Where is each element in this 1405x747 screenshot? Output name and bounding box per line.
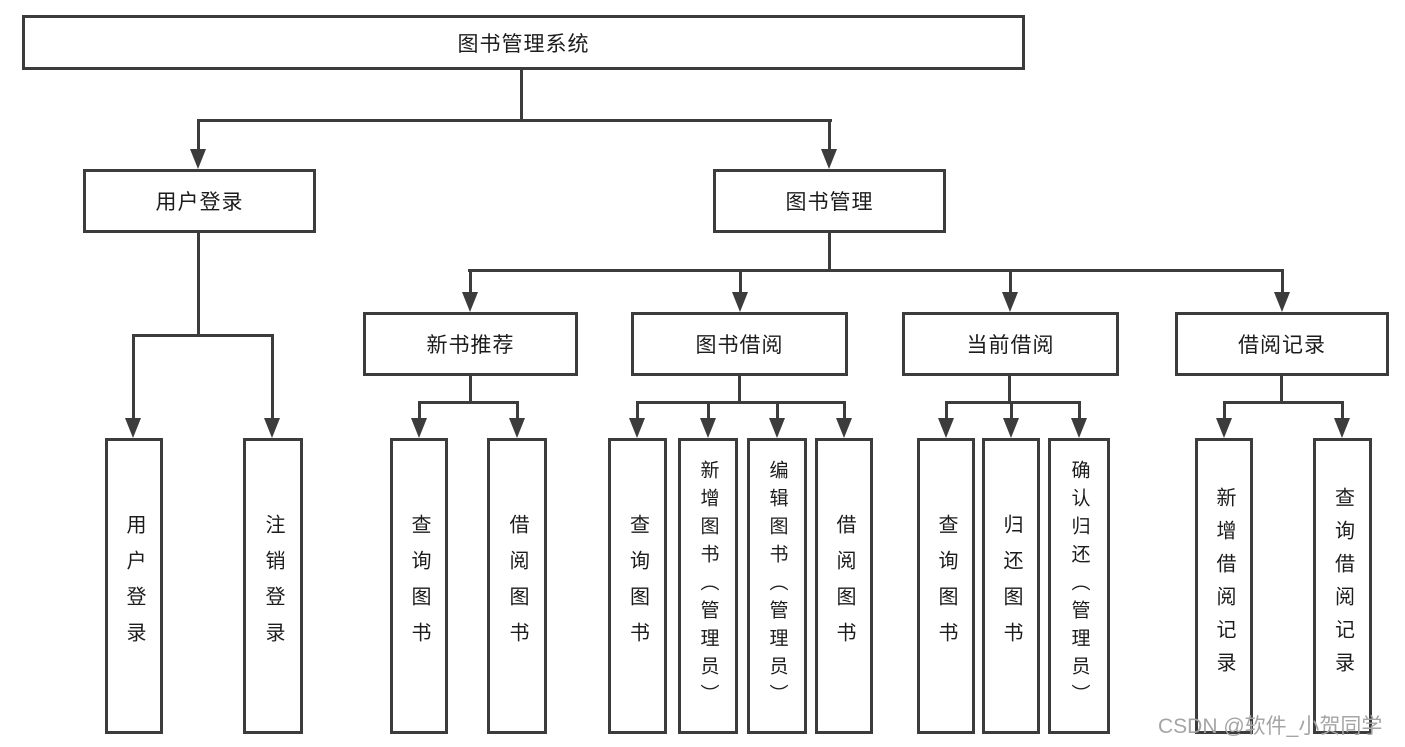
connector-line: [197, 119, 200, 150]
connector-line: [271, 334, 274, 418]
arrow-down-icon: [264, 418, 280, 438]
node-label: 图书管理系统: [457, 32, 590, 56]
connector-line: [468, 269, 1284, 272]
connector-line: [469, 376, 472, 404]
node-book-management-branch: 图书管理: [713, 169, 946, 233]
node-user-login-branch: 用户登录: [83, 169, 316, 233]
node-label: 查询图书: [408, 514, 430, 658]
node-library-management-system: 图书管理系统: [22, 15, 1025, 70]
arrow-down-icon: [1274, 292, 1290, 312]
csdn-watermark: CSDN @软件_小贺同学: [1158, 715, 1383, 738]
connector-line: [1078, 401, 1081, 418]
node-label: 借阅图书: [506, 514, 528, 658]
connector-line: [707, 401, 710, 418]
node-label: 确认归还（管理员）: [1068, 460, 1090, 712]
connector-line: [828, 233, 831, 272]
connector-line: [739, 269, 742, 292]
arrow-down-icon: [700, 418, 716, 438]
node-label: 查询借阅记录: [1331, 487, 1354, 685]
node-label: 新增图书（管理员）: [697, 460, 719, 712]
arrow-down-icon: [509, 418, 525, 438]
arrow-down-icon: [629, 418, 645, 438]
connector-line: [1010, 401, 1013, 418]
connector-line: [1223, 401, 1226, 418]
connector-line: [776, 401, 779, 418]
connector-line: [1341, 401, 1344, 418]
node-book-borrowing: 图书借阅: [631, 312, 848, 376]
connector-line: [738, 376, 741, 404]
node-label: 当前借阅: [966, 334, 1055, 357]
connector-line: [636, 401, 846, 404]
arrow-down-icon: [411, 418, 427, 438]
node-label: 编辑图书（管理员）: [766, 460, 788, 712]
connector-line: [418, 401, 519, 404]
connector-line: [132, 334, 135, 418]
node-label: 查询图书: [626, 514, 649, 658]
node-label: 新书推荐: [426, 334, 515, 357]
node-user-login-leaf: 用户登录: [105, 438, 163, 734]
connector-line: [945, 401, 1081, 404]
node-label: 图书借阅: [695, 334, 784, 357]
connector-line: [945, 401, 948, 418]
arrow-down-icon: [1002, 292, 1018, 312]
connector-line: [469, 269, 472, 292]
arrow-down-icon: [938, 418, 954, 438]
arrow-down-icon: [462, 292, 478, 312]
node-label: 归还图书: [1000, 514, 1022, 658]
node-add-book-admin-leaf: 新增图书（管理员）: [678, 438, 738, 734]
arrow-down-icon: [1071, 418, 1087, 438]
node-return-books-leaf: 归还图书: [982, 438, 1040, 734]
connector-line: [520, 70, 523, 121]
connector-line: [197, 119, 832, 122]
connector-line: [1223, 401, 1344, 404]
connector-line: [1280, 376, 1283, 404]
node-label: 注销登录: [262, 514, 284, 658]
node-query-borrow-record-leaf: 查询借阅记录: [1313, 438, 1372, 734]
node-label: 新增借阅记录: [1213, 487, 1235, 685]
arrow-down-icon: [732, 292, 748, 312]
node-new-book-recommend: 新书推荐: [363, 312, 578, 376]
arrow-down-icon: [1334, 418, 1350, 438]
node-borrow-records: 借阅记录: [1175, 312, 1389, 376]
node-confirm-return-admin-leaf: 确认归还（管理员）: [1048, 438, 1110, 734]
arrow-down-icon: [1216, 418, 1232, 438]
node-borrow-books-leaf: 借阅图书: [815, 438, 873, 734]
node-add-borrow-record-leaf: 新增借阅记录: [1195, 438, 1253, 734]
arrow-down-icon: [821, 149, 837, 169]
arrow-down-icon: [1003, 418, 1019, 438]
connector-line: [843, 401, 846, 418]
node-borrow-books-leaf: 借阅图书: [487, 438, 547, 734]
connector-line: [132, 334, 274, 337]
node-label: 借阅图书: [833, 514, 855, 658]
arrow-down-icon: [125, 418, 141, 438]
arrow-down-icon: [769, 418, 785, 438]
connector-line: [1009, 269, 1012, 292]
connector-line: [636, 401, 639, 418]
node-label: 用户登录: [155, 191, 244, 214]
node-label: 用户登录: [123, 514, 145, 658]
arrow-down-icon: [190, 149, 206, 169]
connector-line: [516, 401, 519, 418]
node-label: 图书管理: [785, 191, 874, 214]
node-query-books-leaf: 查询图书: [390, 438, 448, 734]
node-logout-leaf: 注销登录: [243, 438, 303, 734]
arrow-down-icon: [836, 418, 852, 438]
node-edit-book-admin-leaf: 编辑图书（管理员）: [747, 438, 807, 734]
connector-line: [1281, 269, 1284, 292]
node-current-borrowing: 当前借阅: [902, 312, 1119, 376]
node-query-books-leaf: 查询图书: [608, 438, 667, 734]
node-label: 借阅记录: [1238, 334, 1326, 357]
connector-line: [828, 119, 831, 150]
node-query-books-leaf: 查询图书: [917, 438, 975, 734]
connector-line: [197, 233, 200, 337]
connector-line: [1008, 376, 1011, 404]
node-label: 查询图书: [935, 514, 957, 658]
connector-line: [418, 401, 421, 418]
